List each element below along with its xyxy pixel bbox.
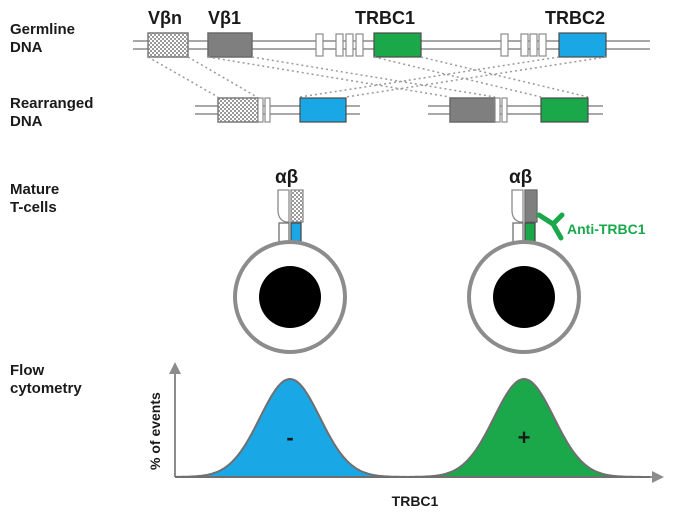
flow-cytometry-plot: - + % of events TRBC1 <box>147 362 664 509</box>
rearranged-j2-segment-b <box>501 97 508 123</box>
rearranged-j-segment-b <box>264 97 271 123</box>
j2-segment-d <box>538 33 547 57</box>
flow-label: Flow cytometry <box>10 362 82 397</box>
rearranged-trbc1-segment <box>540 97 589 123</box>
rearranged-j-segment-a <box>257 97 264 123</box>
rearranged-trbc2-segment <box>299 97 347 123</box>
vb1-label: Vβ1 <box>208 8 241 28</box>
cell-nucleus-left <box>259 266 321 328</box>
j1-segment-d <box>355 33 364 57</box>
rearranged-vbn-segment <box>217 97 259 123</box>
j1-segment-a <box>315 33 324 57</box>
germline-label-line1: Germline <box>10 21 75 38</box>
line-trbc2-right <box>345 56 607 98</box>
tcr-chain-label-left: αβ <box>275 167 298 188</box>
j1-segment-b <box>335 33 344 57</box>
beta-chain-variable-right <box>524 189 538 223</box>
rearranged-vb1-segment <box>449 97 496 123</box>
beta-chain-variable-left <box>290 189 304 223</box>
line-vb1-right <box>251 56 496 98</box>
cell-nucleus-right <box>493 266 555 328</box>
alpha-chain-variable-right <box>511 189 524 223</box>
j2-segment-a <box>500 33 509 57</box>
vb1-segment <box>207 32 253 58</box>
line-vb1-left <box>207 56 451 98</box>
germline-label-line2: DNA <box>10 39 43 56</box>
t-cell-right: αβ <box>467 167 581 354</box>
x-axis-arrow <box>652 471 664 483</box>
line-vbn-right <box>187 56 258 98</box>
negative-peak <box>175 377 410 478</box>
line-trbc1-left <box>373 56 542 98</box>
j2-segment-b <box>520 33 529 57</box>
trbc2-label: TRBC2 <box>545 8 605 28</box>
y-axis-label: % of events <box>147 392 163 470</box>
line-trbc1-right <box>420 56 589 98</box>
antibody-label: Anti-TRBC1 <box>567 221 646 237</box>
alpha-chain-variable-left <box>277 189 290 223</box>
mature-label-line1: Mature <box>10 181 59 198</box>
line-trbc2-left <box>299 56 560 98</box>
rearrangement-lines <box>147 56 607 98</box>
y-axis-arrow <box>169 362 181 374</box>
trbc1-segment <box>373 32 422 58</box>
mature-label-line2: T-cells <box>10 199 57 216</box>
trbc2-segment <box>558 32 607 58</box>
germline-dna <box>133 32 650 58</box>
mature-label: Mature T-cells <box>10 181 63 216</box>
germline-label: Germline DNA <box>10 21 79 56</box>
flow-label-line1: Flow <box>10 362 44 379</box>
vbn-label: Vβn <box>148 8 182 28</box>
rearranged-j2-segment-a <box>494 97 501 123</box>
negative-sign: - <box>286 425 293 450</box>
rearranged-dna-right <box>428 97 603 123</box>
vbn-segment <box>147 32 189 58</box>
j2-segment-c <box>529 33 538 57</box>
line-vbn-left <box>147 56 219 98</box>
j1-segment-c <box>345 33 354 57</box>
rearranged-label-line2: DNA <box>10 113 43 130</box>
x-axis-label: TRBC1 <box>392 493 439 509</box>
anti-trbc1-antibody: Anti-TRBC1 <box>536 212 646 241</box>
flow-label-line2: cytometry <box>10 380 82 397</box>
positive-sign: + <box>518 425 531 450</box>
positive-peak <box>409 377 650 478</box>
rearranged-dna-left <box>195 97 360 123</box>
rearranged-label: Rearranged DNA <box>10 95 98 130</box>
rearranged-label-line1: Rearranged <box>10 95 93 112</box>
trbc1-label: TRBC1 <box>355 8 415 28</box>
tcr-chain-label-right: αβ <box>509 167 532 188</box>
t-cell-left: αβ <box>233 167 347 354</box>
antibody-icon <box>536 212 565 241</box>
